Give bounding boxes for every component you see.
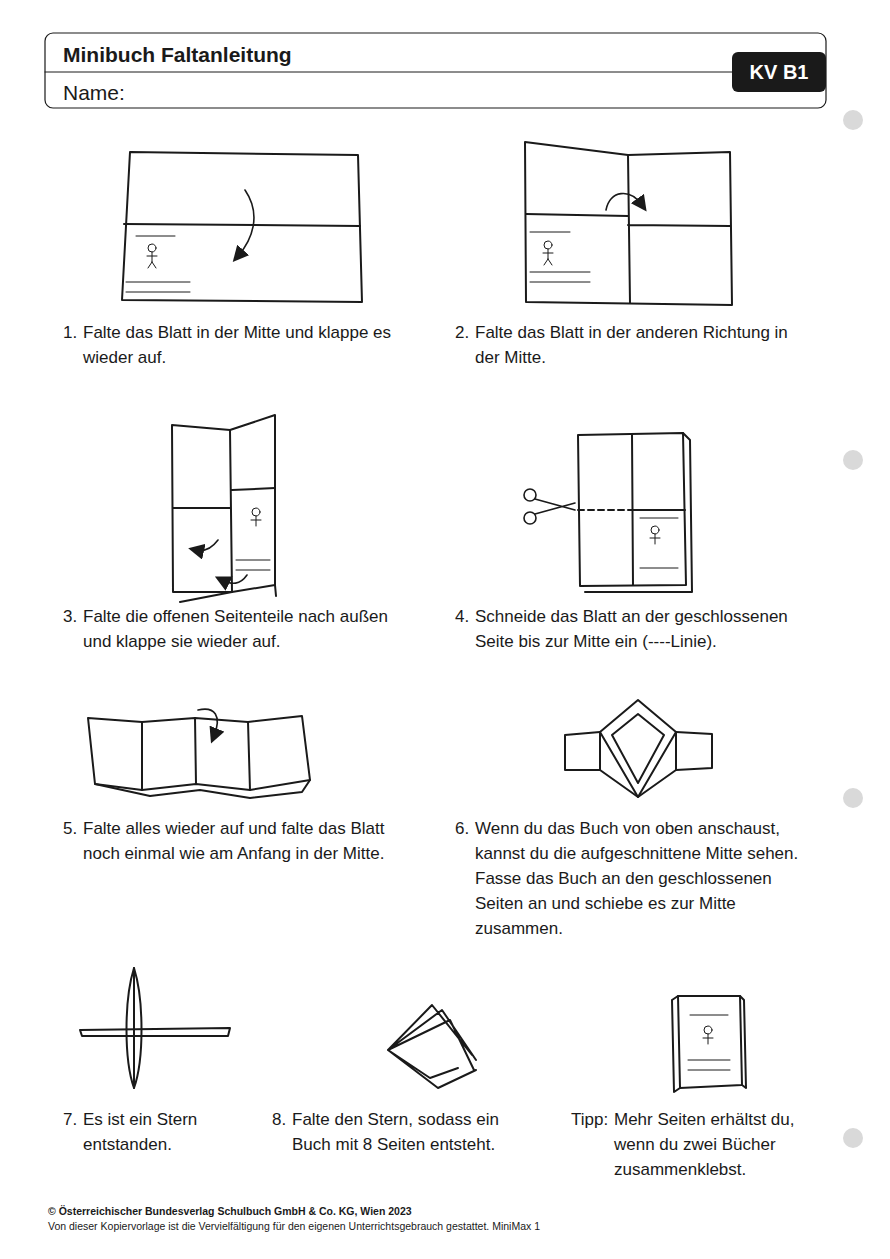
step-text: Falte alles wieder auf und falte das Bla… [83,816,413,866]
name-field: Name: [63,80,263,106]
step-number: 2. [455,320,475,345]
step-number: 5. [63,816,83,841]
step-text: Falte das Blatt in der anderen Richtung … [475,320,815,370]
sheet-code-badge: KV B1 [732,52,826,92]
step-number: 3. [63,604,83,629]
step-text: Wenn du das Buch von oben anschaust, kan… [475,816,815,941]
step-text: Falte das Blatt in der Mitte und klappe … [83,320,413,370]
step-text: Falte die offenen Seitenteile nach außen… [83,604,413,654]
step-number: 1. [63,320,83,345]
badge-text: KV B1 [750,60,809,84]
step-text: Falte den Stern, sodass ein Buch mit 8 S… [292,1107,527,1157]
step-number: 7. [63,1107,83,1132]
worksheet-title: Minibuch Faltanleitung [63,42,292,68]
tip-text: Mehr Seiten erhältst du, wenn du zwei Bü… [614,1107,829,1182]
license-note: Von dieser Kopiervorlage ist die Verviel… [48,1219,848,1233]
step-number: 6. [455,816,475,841]
step-number: 8. [272,1107,292,1132]
copyright-note: © Österreichischer Bundesverlag Schulbuc… [48,1204,828,1218]
tip-label: Tipp: [571,1107,616,1132]
step-number: 4. [455,604,475,629]
step-text: Schneide das Blatt an der geschlossenen … [475,604,815,654]
step-text: Es ist ein Stern entstanden. [83,1107,218,1157]
